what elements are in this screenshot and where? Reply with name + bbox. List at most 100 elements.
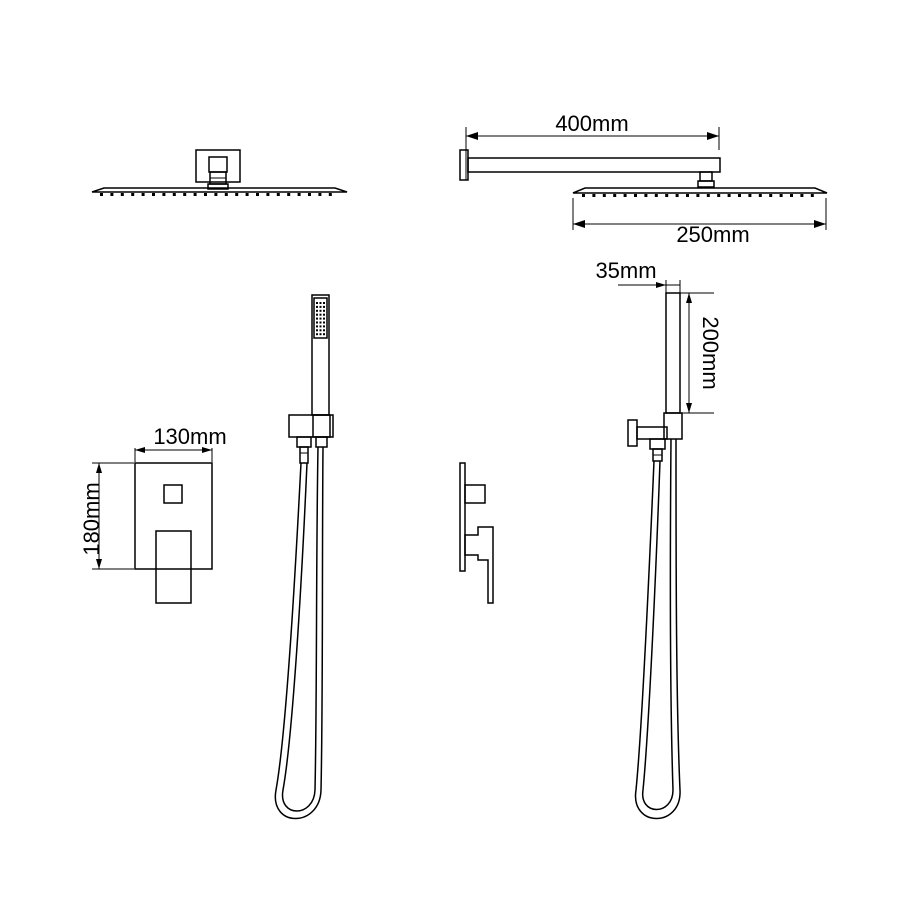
nozzle (287, 193, 291, 196)
arm-connector (697, 180, 715, 188)
spray-face (313, 297, 328, 339)
spray-hole (323, 309, 325, 312)
nozzle (204, 193, 207, 196)
holder-cup-side (663, 412, 683, 440)
nozzle (769, 194, 773, 197)
shower-hose-inner (281, 446, 319, 812)
nozzle (790, 194, 793, 197)
nozzle (644, 194, 648, 197)
nozzle (675, 194, 679, 197)
nozzle (100, 193, 103, 196)
holder-bracket (288, 414, 334, 438)
spray-hole (316, 309, 318, 312)
nozzle (758, 194, 762, 197)
nozzle (224, 193, 228, 196)
nozzle (214, 193, 218, 196)
nozzle-row (100, 193, 332, 196)
shower-arm-side-view: 400mm 250mm (459, 111, 828, 247)
hand-shower-handle-side (665, 292, 681, 414)
mixer-valve-front-view: 130mm 180mm (79, 424, 227, 604)
shower-hose-outer-side (634, 438, 681, 820)
nozzle (800, 194, 804, 197)
spray-hole (323, 333, 325, 336)
spray-hole (323, 325, 325, 328)
spray-hole (316, 333, 318, 336)
valve-plate (134, 462, 213, 570)
mixer-handle-side (464, 526, 494, 604)
nozzle (727, 194, 731, 197)
nozzle (141, 193, 145, 196)
nozzle (717, 194, 721, 197)
hose-connector (315, 436, 328, 448)
dim-handle-length: 200mm (698, 316, 723, 389)
nozzle (183, 193, 187, 196)
nozzle (318, 193, 322, 196)
nozzle (634, 194, 637, 197)
spray-hole (319, 313, 322, 316)
mixer-valve-side-view (459, 462, 494, 604)
spray-hole (319, 333, 322, 336)
nozzle (162, 193, 166, 196)
mixer-handle (155, 530, 192, 604)
hose-outlet (296, 436, 312, 448)
nozzle (582, 194, 585, 197)
nozzle (120, 193, 124, 196)
nozzle-row (582, 194, 814, 197)
spray-hole (323, 305, 325, 308)
dim-handle-depth: 35mm (595, 258, 656, 283)
rain-head-plate (91, 187, 348, 193)
nozzle (328, 193, 332, 196)
nozzle (297, 193, 301, 196)
bracket-arm (636, 426, 668, 440)
nozzle (613, 194, 617, 197)
nozzle (696, 194, 700, 197)
spray-hole (323, 317, 325, 320)
nozzle (172, 193, 176, 196)
dim-plate-height: 180mm (79, 482, 104, 555)
shower-arm (467, 157, 721, 173)
nozzle (654, 194, 658, 197)
spray-hole (319, 302, 322, 304)
head-connector (207, 183, 229, 190)
spray-hole (323, 313, 325, 316)
nozzle (256, 193, 259, 196)
shower-hose-inner-side (642, 438, 674, 811)
nozzle (623, 194, 627, 197)
arm-joint (699, 171, 713, 182)
dim-arm-length: 400mm (555, 111, 628, 136)
spray-hole (316, 325, 318, 328)
diverter-side (464, 484, 486, 504)
spray-hole (316, 313, 318, 316)
spray-hole (319, 329, 322, 332)
spray-hole (323, 329, 325, 332)
dim-plate-width: 130mm (153, 424, 226, 449)
handheld-shower-front-view (274, 294, 334, 820)
shower-head-front-view (91, 149, 348, 196)
nozzle (706, 194, 710, 197)
nozzle (266, 193, 270, 196)
nozzle (738, 194, 741, 197)
wall-flange (195, 149, 241, 183)
flange-inner (208, 156, 228, 173)
handheld-shower-side-view: 35mm 200mm (595, 258, 723, 820)
nozzle (131, 193, 135, 196)
spray-hole (319, 321, 322, 324)
nozzle (152, 193, 155, 196)
spray-hole (316, 317, 318, 320)
spray-hole (316, 305, 318, 308)
nozzle (308, 193, 311, 196)
nozzle (193, 193, 197, 196)
rain-head-plate-side (572, 187, 828, 194)
nozzle (665, 194, 669, 197)
nozzle (110, 193, 114, 196)
nozzle (748, 194, 752, 197)
spray-hole (323, 302, 325, 304)
nozzle (245, 193, 249, 196)
valve-plate-edge (459, 462, 466, 572)
nozzle (779, 194, 783, 197)
spray-holes (316, 302, 325, 336)
shower-hose-outer (274, 446, 324, 820)
diverter-button (163, 484, 183, 504)
